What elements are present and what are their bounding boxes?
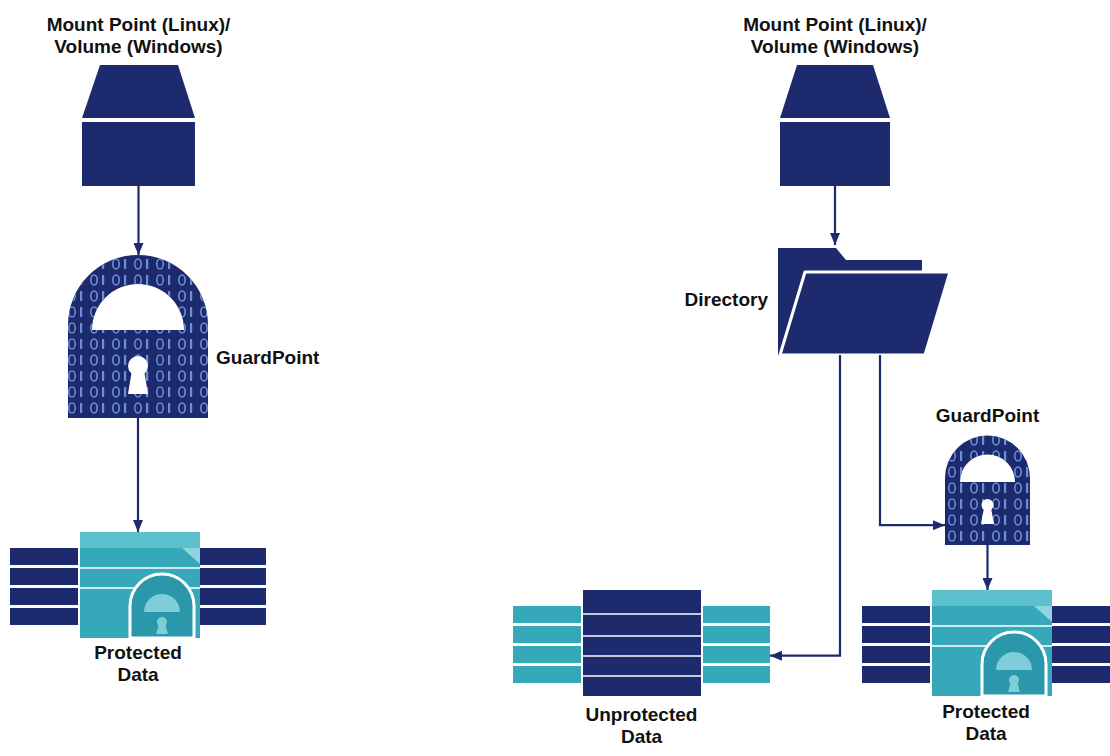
folder-front [780,272,950,355]
mount-point-icon: Mount Point (Linux)/ Volume (Windows) [82,65,195,186]
storage-row [703,646,770,663]
storage-row [703,666,770,683]
flow-arrow [986,545,988,590]
mount-point-icon: Mount Point (Linux)/ Volume (Windows) [780,65,890,186]
mount-point-top [780,65,890,118]
flow-arrow [834,186,836,245]
guardpoint-lock: GuardPoint [945,435,1030,545]
node-label: Mount Point (Linux)/ Volume (Windows) [29,14,249,58]
storage-divider [583,613,701,615]
flow-arrow [770,355,840,656]
storage-row [513,606,581,623]
flow-arrow [137,418,139,532]
storage-row [703,606,770,623]
guardpoint-lock-digits [68,255,208,418]
mount-point-body [780,122,890,186]
storage-core [583,590,701,696]
flow-arrow [880,355,945,525]
storage-divider [583,655,701,657]
storage-row [703,626,770,643]
protected-storage-icon [10,532,266,638]
storage-row [513,626,581,643]
flow-arrow [137,186,139,255]
node-label: GuardPoint [216,347,319,369]
directory-folder: Directory [778,245,950,355]
node-label: Directory [685,289,768,311]
unprotected-storage-icon [513,590,770,696]
protected-storage-icon [862,590,1110,696]
storage-divider [583,635,701,637]
unprotected-storage: Unprotected Data [513,590,770,696]
node-label: Protected Data [78,642,198,686]
storage-row [513,646,581,663]
node-label: Protected Data [926,701,1046,745]
node-label: Unprotected Data [582,704,702,748]
guardpoint-lock-digits [945,436,1030,546]
guardpoint-lock [945,436,1030,546]
mount-point-top [82,65,195,118]
guardpoint-lock: GuardPoint [68,255,208,418]
lock-keyhole [981,508,994,524]
lock-keyhole [128,370,148,394]
guardpoint-lock [68,255,208,418]
node-label: GuardPoint [923,405,1053,427]
protected-storage: Protected Data [10,532,266,638]
protected-storage: Protected Data [862,590,1110,696]
storage-row [513,666,581,683]
storage-divider [583,675,701,677]
node-label: Mount Point (Linux)/ Volume (Windows) [725,14,945,58]
mount-point-body [82,122,195,186]
